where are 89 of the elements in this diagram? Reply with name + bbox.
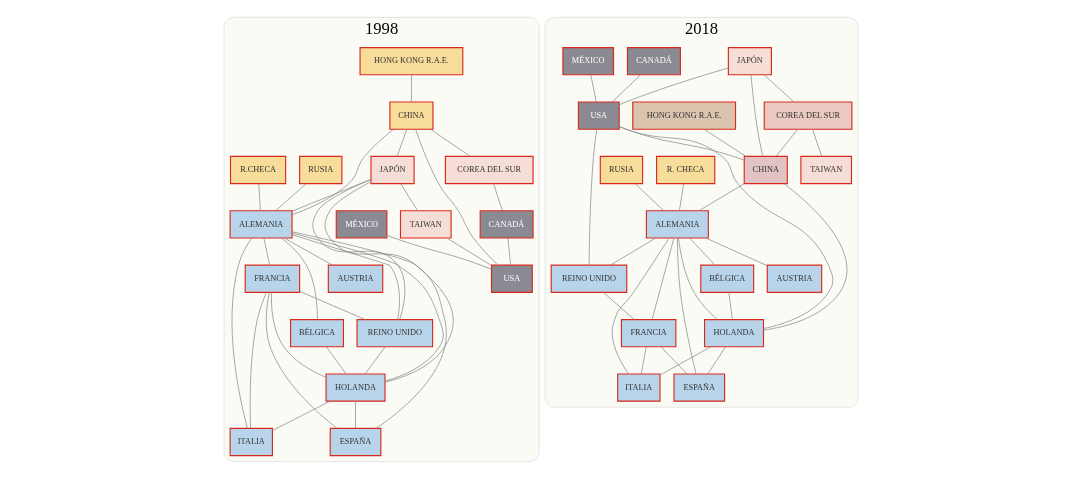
connector [249, 292, 267, 429]
connector [354, 401, 356, 429]
connector [676, 237, 696, 375]
connector [325, 346, 346, 375]
connector [283, 237, 333, 266]
node-box: CHINA [388, 101, 434, 130]
node-box: COREA DEL SUR [444, 155, 534, 185]
connector [364, 346, 385, 375]
node-box: CANADÁ [479, 210, 534, 239]
connector [291, 129, 394, 216]
connector [429, 128, 470, 157]
connector [257, 183, 261, 212]
connector [265, 292, 337, 429]
connector [311, 179, 405, 320]
connector [762, 183, 847, 331]
connector [659, 346, 711, 376]
connector [609, 237, 656, 266]
node-box: USA [490, 264, 533, 293]
node-box: MÉXICO [561, 47, 614, 76]
node-box: TAIWAN [799, 155, 852, 185]
connector [728, 292, 733, 320]
node-box: REINO UNIDO [550, 264, 627, 293]
connector [698, 183, 744, 212]
connector [688, 237, 715, 266]
connector [775, 129, 798, 157]
node-box: ALEMANIA [645, 210, 709, 239]
node-box: RUSIA [599, 155, 643, 185]
node-box: ESPAÑA [672, 373, 725, 402]
node-box: COREA DEL SUR [763, 101, 852, 130]
node-box: FRANCIA [244, 264, 300, 293]
connector [446, 237, 492, 266]
connector [271, 400, 330, 431]
connector [396, 129, 407, 157]
connector [410, 74, 412, 103]
connector [677, 237, 718, 320]
node-box: MÉXICO [335, 210, 387, 239]
connector [763, 74, 794, 103]
connector [602, 292, 634, 320]
node-box: CANADÁ [626, 47, 681, 76]
connector [618, 126, 833, 329]
node-box: FRANCIA [620, 319, 676, 348]
connector [706, 346, 726, 375]
connector [703, 128, 746, 157]
node-box: USA [577, 101, 620, 130]
node-box: ITALIA [616, 373, 661, 402]
connector [414, 129, 498, 266]
node-box: REINO UNIDO [355, 319, 433, 348]
node-box: ITALIA [229, 427, 273, 457]
node-box: JAPÓN [727, 47, 772, 76]
node-box: BÉLGICA [289, 319, 344, 348]
connector [274, 183, 306, 212]
connector [507, 237, 511, 266]
connector [399, 183, 418, 212]
connector [492, 183, 503, 212]
node-box: HOLANDA [703, 319, 764, 348]
connector [611, 237, 669, 375]
connector [386, 235, 492, 270]
connector [750, 74, 763, 157]
connector [640, 346, 647, 375]
node-box: TAIWAN [399, 210, 452, 239]
connector [270, 292, 326, 378]
node-box: CHINA [743, 155, 788, 185]
node-box: JAPÓN [369, 155, 415, 185]
connector [611, 74, 641, 103]
node-box: R. CHECA [655, 155, 715, 185]
connector [678, 183, 684, 212]
connector [231, 237, 252, 429]
node-box: RUSIA [298, 155, 342, 185]
node-box: BÉLGICA [699, 264, 754, 293]
node-box: AUSTRIA [766, 264, 822, 293]
node-box: HOLANDA [325, 373, 386, 402]
connector [299, 291, 365, 320]
connector [651, 237, 674, 320]
connector [705, 237, 767, 267]
connector [280, 237, 318, 320]
node-box: R.CHECA [229, 155, 286, 185]
node-box: ALEMANIA [229, 210, 293, 239]
node-box: HONG KONG R.A.E. [631, 101, 736, 130]
connector [811, 129, 822, 157]
connector [588, 128, 597, 266]
connector [618, 67, 729, 106]
node-box: AUSTRIA [327, 264, 383, 293]
node-box: HONG KONG R.A.E. [359, 47, 463, 76]
connector [634, 183, 664, 212]
connector [660, 346, 687, 375]
connector [589, 74, 597, 103]
connector [291, 234, 400, 320]
node-box: ESPAÑA [329, 427, 381, 457]
connector [263, 237, 270, 266]
